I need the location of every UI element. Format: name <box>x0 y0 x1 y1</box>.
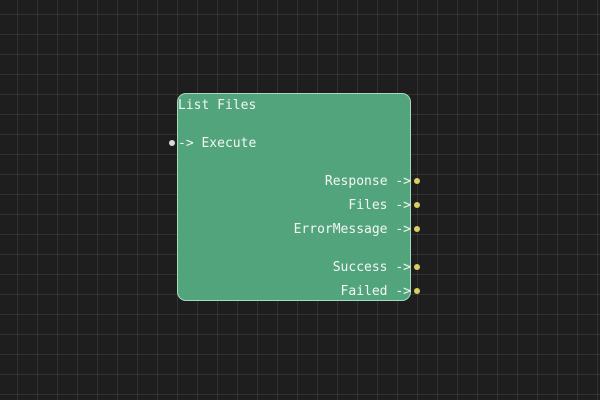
list-files-node[interactable]: List Files -> Execute Response -> Files … <box>177 93 411 301</box>
output-label-errormessage: ErrorMessage -> <box>293 222 411 237</box>
output-label-failed: Failed -> <box>340 284 411 299</box>
output-port-errormessage[interactable] <box>414 226 420 232</box>
output-label-response: Response -> <box>324 174 411 189</box>
input-label-execute: -> Execute <box>178 136 257 151</box>
output-label-success: Success -> <box>332 260 411 275</box>
output-port-failed[interactable] <box>414 288 420 294</box>
output-port-files[interactable] <box>414 202 420 208</box>
input-port-execute[interactable] <box>169 140 175 146</box>
output-port-response[interactable] <box>414 178 420 184</box>
node-title: List Files <box>178 98 257 113</box>
output-port-success[interactable] <box>414 264 420 270</box>
output-label-files: Files -> <box>348 198 411 213</box>
